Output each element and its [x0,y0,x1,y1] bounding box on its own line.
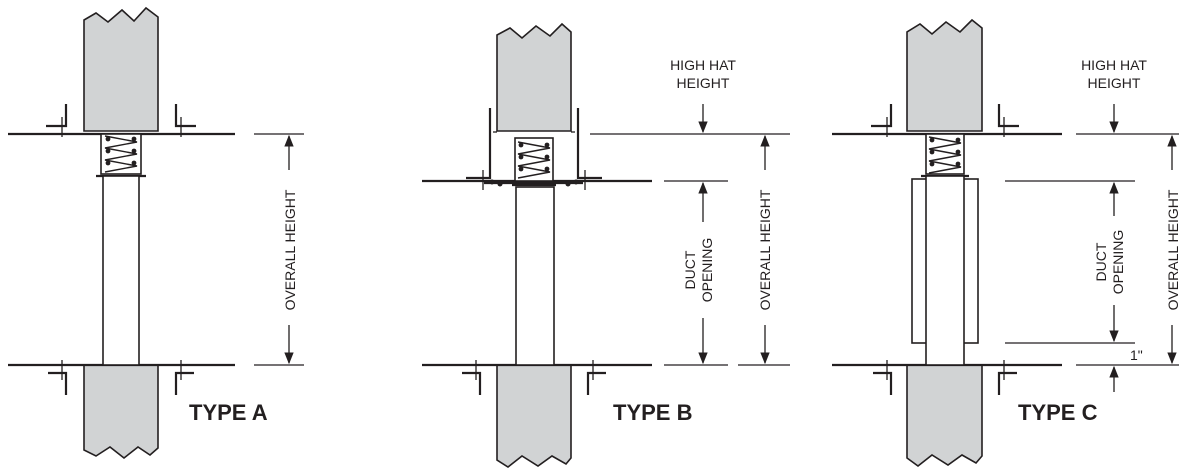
type-c-high-hat-label-line2: HEIGHT [1088,75,1141,91]
type-c-gap-label: 1" [1130,347,1143,363]
type-b-high-hat-label-line1: HIGH HAT [670,57,736,73]
type-a-damper-blade [102,175,140,366]
type-a-lower-wall [83,364,159,460]
type-c-damper-blade [925,175,965,366]
type-c-duct-opening-label-line2: OPENING [1110,230,1126,295]
type-b-lower-angle-brackets [462,360,606,395]
type-b-high-hat-dimension [590,104,790,135]
type-c-lower-wall [906,364,983,468]
type-c-gap-dimension [1076,364,1179,392]
type-b-damper-blade [515,186,555,366]
type-c-overall-height-label: OVERALL HEIGHT [1165,189,1179,310]
type-c-high-hat-dimension [1076,104,1179,135]
type-c-angle-brackets [871,104,1019,395]
type-c-upper-wall [906,18,983,132]
type-b-overall-height-label: OVERALL HEIGHT [757,189,773,310]
type-b-lower-wall [496,364,572,468]
type-b-high-hat-label-line2: HEIGHT [677,75,730,91]
type-a-upper-wall [83,6,159,132]
type-a-diagram: OVERALL HEIGHT TYPE A [8,6,304,460]
type-c-diagram: HIGH HAT HEIGHT DUCT OPENING 1" OVERALL … [832,18,1179,468]
type-c-duct-opening-label-line1: DUCT [1093,242,1109,281]
type-a-overall-height-label: OVERALL HEIGHT [282,189,298,310]
type-b-duct-opening-label-line2: OPENING [699,238,715,303]
type-c-label: TYPE C [1018,400,1098,425]
type-b-duct-opening-label-line1: DUCT [682,250,698,289]
type-c-high-hat-label-line1: HIGH HAT [1081,57,1147,73]
type-a-label: TYPE A [189,400,268,425]
type-b-upper-wall [496,22,572,132]
type-b-label: TYPE B [613,400,692,425]
type-b-high-hat-frame [466,108,602,190]
type-a-overall-height-dimension [254,133,304,366]
type-b-diagram: HIGH HAT HEIGHT DUCT OPENING OVERALL HEI… [422,22,790,468]
type-c-duct-opening-dimension [1005,180,1135,344]
type-b-overall-height-dimension [738,134,790,366]
type-b-duct-opening-dimension [664,180,728,366]
type-a-angle-brackets [46,104,196,395]
